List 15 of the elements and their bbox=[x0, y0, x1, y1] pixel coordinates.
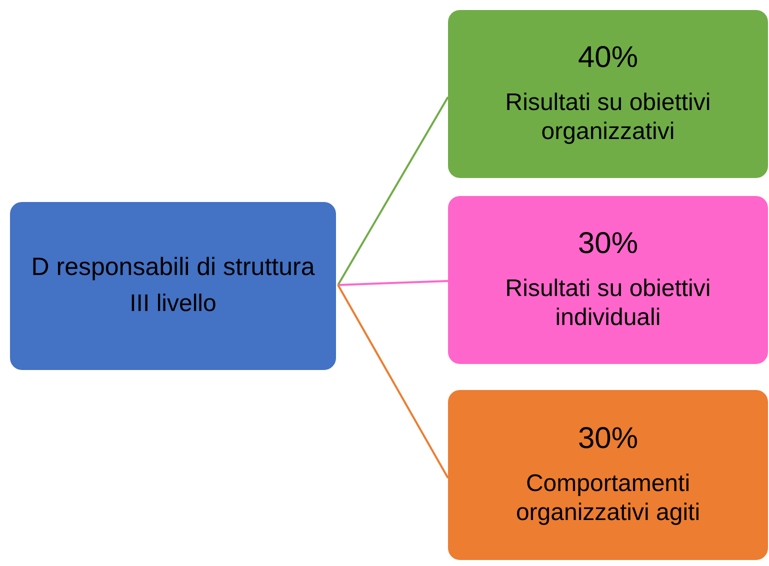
rounded-box bbox=[448, 10, 768, 178]
rounded-box bbox=[10, 202, 336, 370]
rounded-box bbox=[448, 196, 768, 364]
percentage: 30% bbox=[578, 422, 638, 456]
box-title: D responsabili di struttura bbox=[31, 253, 315, 282]
connector-line bbox=[337, 284, 449, 478]
connector-line bbox=[338, 280, 448, 286]
rounded-box bbox=[448, 390, 768, 560]
box-text: Comportamenti organizzativi agiti bbox=[514, 470, 702, 528]
percentage: 40% bbox=[578, 40, 638, 76]
box-text: III livello bbox=[130, 290, 216, 319]
box-text: Risultati su obiettivi individuali bbox=[504, 275, 712, 334]
percentage: 30% bbox=[578, 226, 638, 262]
box-text: Risultati su obiettivi organizzativi bbox=[504, 89, 712, 148]
connector-line bbox=[337, 96, 449, 286]
